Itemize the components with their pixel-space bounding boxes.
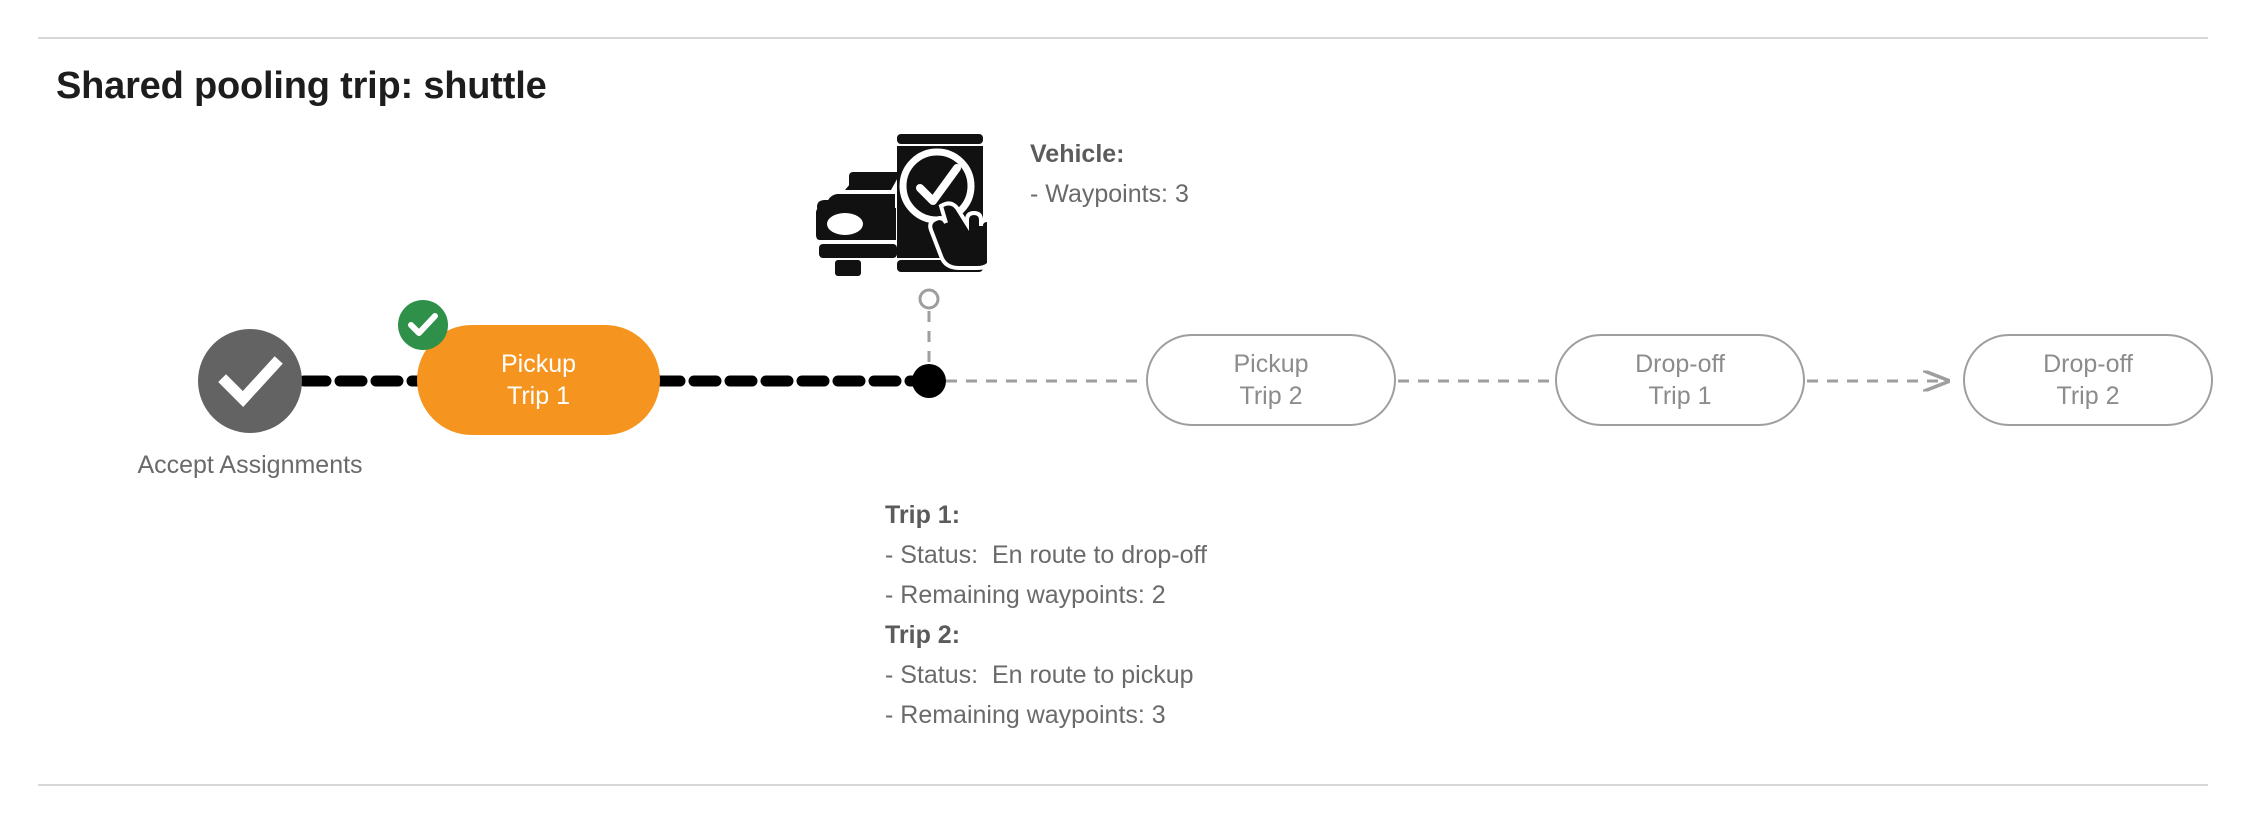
- vehicle-callout: Vehicle: - Waypoints: 3: [1030, 134, 1189, 214]
- trip-1-heading: Trip 1: [885, 501, 952, 529]
- trip-2-heading: Trip 2: [885, 621, 952, 649]
- trip-1-status-value: En route to drop-off: [992, 541, 1207, 569]
- trip-1-heading-row: Trip 1:: [885, 495, 1207, 535]
- node-pickup-trip-1-line2: Trip 1: [507, 382, 570, 410]
- vehicle-callout-waypoints: - Waypoints: 3: [1030, 180, 1189, 208]
- check-badge-icon: [408, 313, 438, 336]
- node-pickup-trip-2-line1: Pickup: [1233, 350, 1309, 378]
- trip-2-heading-row: Trip 2:: [885, 615, 1207, 655]
- vehicle-position-dot: [912, 364, 946, 398]
- trip-1-remaining-waypoints: - Remaining waypoints: 2: [885, 581, 1166, 609]
- node-drop-off-trip-2-line1: Drop-off: [2043, 350, 2133, 378]
- page-title: Shared pooling trip: shuttle: [56, 65, 547, 107]
- node-pickup-trip-1-line1: Pickup: [500, 350, 577, 378]
- node-drop-off-trip-1-line1: Drop-off: [1635, 350, 1725, 378]
- vehicle-callout-heading-row: Vehicle:: [1030, 134, 1189, 174]
- node-drop-off-trip-2[interactable]: Drop-off Trip 2: [1963, 334, 2213, 426]
- vehicle-app-checkmark-icon: [815, 120, 995, 282]
- node-pickup-trip-1[interactable]: Pickup Trip 1: [417, 325, 660, 435]
- trip-1-status-row: - Status: En route to drop-off: [885, 535, 1207, 575]
- trip-1-heading-suffix: :: [951, 501, 961, 529]
- node-pickup-trip-2-line2: Trip 2: [1239, 382, 1303, 410]
- node-pickup-trip-2[interactable]: Pickup Trip 2: [1146, 334, 1396, 426]
- vehicle-callout-heading-suffix: :: [1116, 140, 1125, 168]
- top-divider: [38, 37, 2208, 39]
- trip-2-remaining-waypoints: - Remaining waypoints: 3: [885, 701, 1166, 729]
- vehicle-callout-heading: Vehicle: [1030, 140, 1117, 168]
- check-icon: [218, 356, 283, 407]
- node-accept-assignments[interactable]: [198, 329, 302, 433]
- trip-details: Trip 1: - Status: En route to drop-off -…: [885, 495, 1207, 735]
- node-accept-assignments-label: Accept Assignments: [137, 451, 363, 479]
- node-drop-off-trip-2-line2: Trip 2: [2056, 382, 2120, 410]
- trip-2-status-row: - Status: En route to pickup: [885, 655, 1207, 695]
- node-drop-off-trip-1-line2: Trip 1: [1648, 382, 1712, 410]
- check-badge-pickup-trip-1: [398, 300, 448, 350]
- trip-2-status-value: En route to pickup: [992, 661, 1194, 689]
- vehicle-leader-endpoint-icon: [918, 288, 940, 310]
- trip-1-status-label: - Status:: [885, 541, 979, 569]
- trip-2-heading-suffix: :: [951, 621, 961, 649]
- trip-2-status-label: - Status:: [885, 661, 979, 689]
- bottom-divider: [38, 784, 2208, 786]
- node-drop-off-trip-1[interactable]: Drop-off Trip 1: [1555, 334, 1805, 426]
